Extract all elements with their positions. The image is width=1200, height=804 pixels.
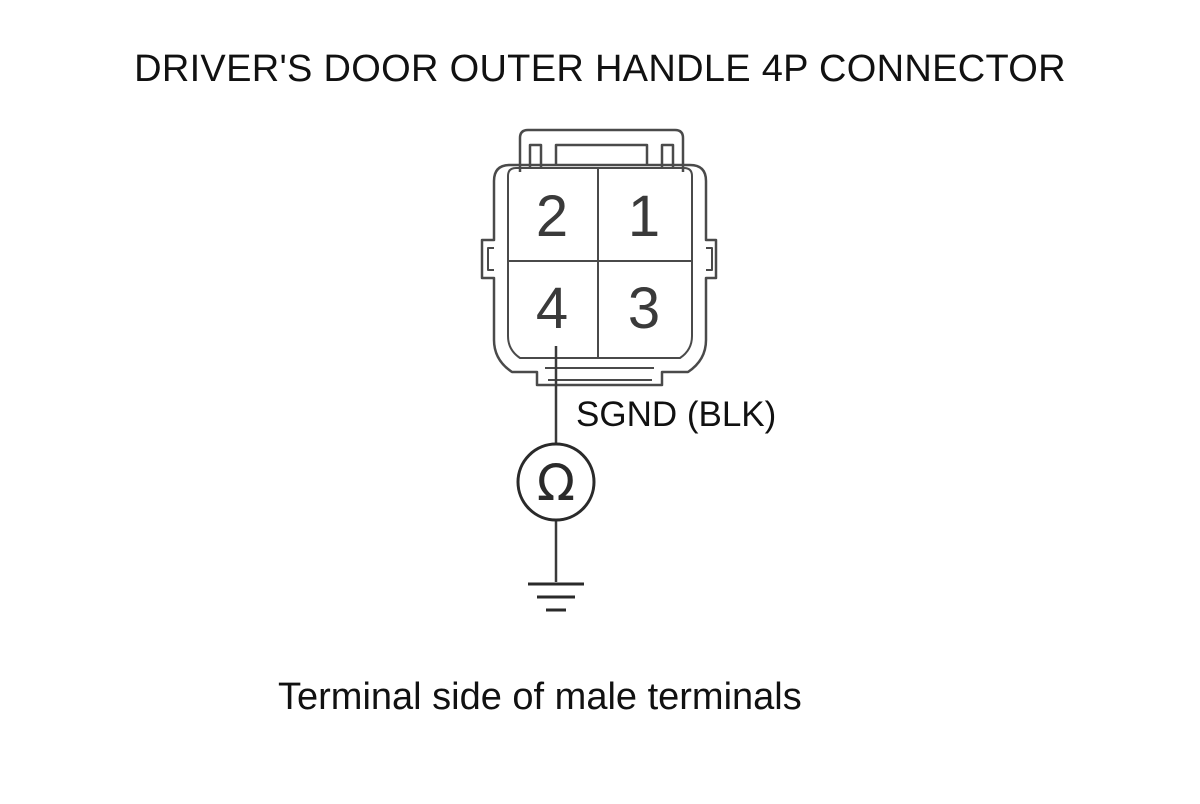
pin-number-2: 2	[536, 184, 568, 249]
pin-number-4: 4	[536, 276, 568, 341]
view-caption: Terminal side of male terminals	[278, 676, 802, 718]
diagram-title: DRIVER'S DOOR OUTER HANDLE 4P CONNECTOR	[134, 48, 1066, 90]
pin-number-3: 3	[628, 276, 660, 341]
ohm-symbol: Ω	[537, 454, 575, 512]
ohmmeter-icon: Ω	[516, 442, 596, 522]
wire-label: SGND (BLK)	[576, 395, 777, 434]
connector-housing	[480, 128, 718, 387]
pin-number-1: 1	[628, 184, 660, 249]
ground-icon	[528, 582, 584, 612]
